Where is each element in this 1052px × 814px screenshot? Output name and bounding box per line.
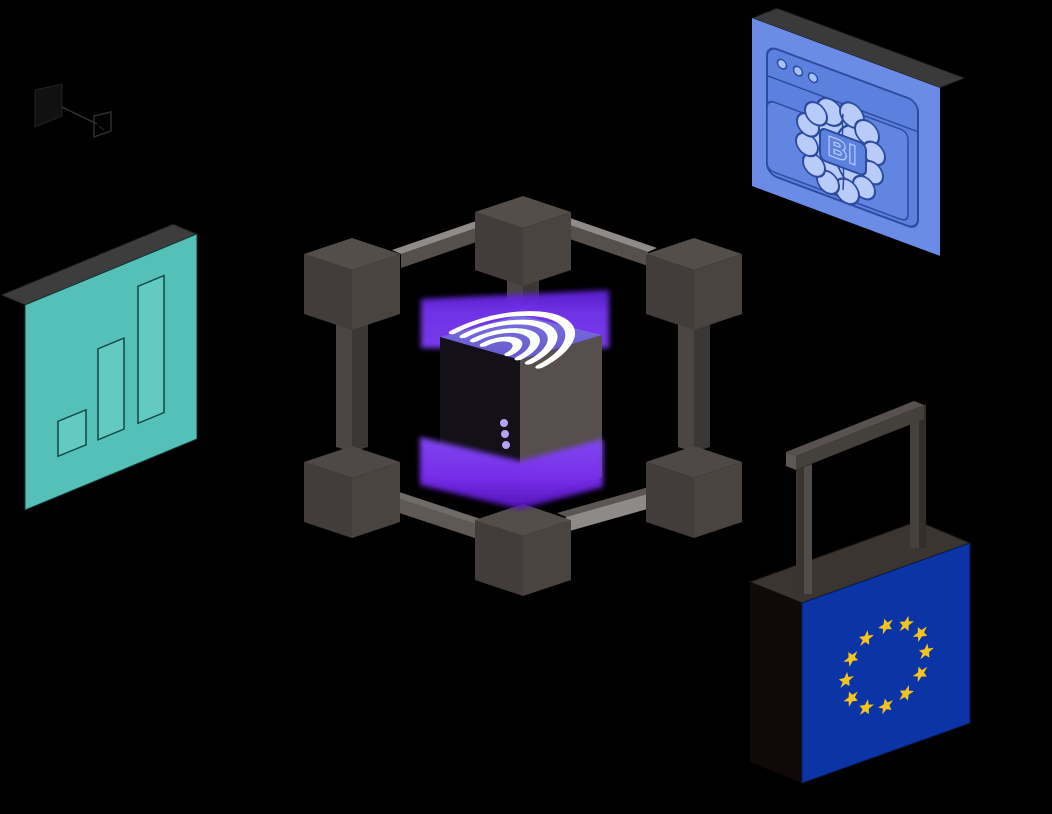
bi-badge xyxy=(819,128,867,176)
glow-band-bottom xyxy=(420,437,603,509)
connector-glyph xyxy=(34,83,112,139)
corner-back-top xyxy=(475,196,571,286)
connector-line xyxy=(61,106,98,125)
cage-corner-blocks xyxy=(304,196,742,596)
bar-small xyxy=(57,408,87,458)
lock-shackle xyxy=(786,401,926,594)
eu-flag-face xyxy=(801,542,971,784)
screen-tick xyxy=(98,125,105,131)
cloud-bi-icon: BI xyxy=(795,97,886,206)
bar-tall xyxy=(137,274,165,425)
eu-gdpr-lock xyxy=(748,401,972,784)
bar-medium xyxy=(97,337,125,441)
bi-browser-window: BI xyxy=(750,7,967,256)
corner-right-bottom xyxy=(646,446,742,538)
corner-right-top xyxy=(646,238,742,330)
titlebar-dot xyxy=(776,58,788,70)
projector-icon xyxy=(34,83,63,128)
lock-body-side xyxy=(750,582,802,783)
titlebar-dot xyxy=(792,65,804,77)
shackle-bar xyxy=(796,405,924,470)
bar-chart-icon xyxy=(57,274,165,458)
corner-left-top xyxy=(304,238,400,330)
screen-outline-icon xyxy=(93,111,112,139)
server-led-dots xyxy=(500,419,510,449)
corner-left-bottom xyxy=(304,446,400,538)
corner-front-bottom xyxy=(475,504,571,596)
analytics-board xyxy=(0,223,199,511)
cube-top-face xyxy=(440,315,602,360)
titlebar-dot xyxy=(807,72,819,84)
wifi-arcs-icon xyxy=(418,311,576,387)
titlebar-dots xyxy=(776,58,819,84)
